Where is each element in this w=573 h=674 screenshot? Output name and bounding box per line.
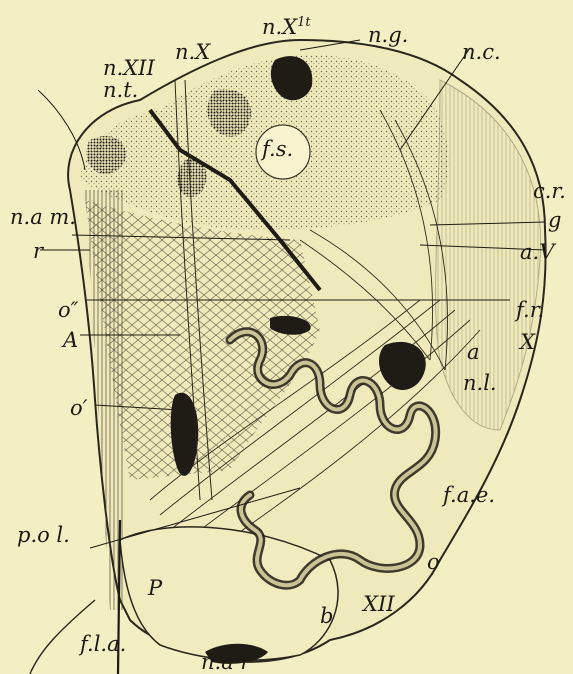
label-g: g bbox=[548, 210, 561, 231]
label-c-r: c.r. bbox=[533, 181, 566, 202]
label-x: X bbox=[520, 332, 535, 353]
label-xii: XII bbox=[363, 594, 395, 615]
label-p: P bbox=[148, 578, 162, 599]
label-n-x-1t: n.X1t bbox=[262, 16, 311, 38]
label-o: o bbox=[427, 552, 440, 573]
label-f-l-a: f.l.a. bbox=[80, 634, 126, 655]
label-r: r bbox=[33, 241, 43, 262]
label-b: b bbox=[320, 606, 333, 627]
label-n-a-m: n.a m. bbox=[10, 207, 76, 228]
label-n-t: n.t. bbox=[103, 80, 138, 101]
label-n-xii: n.XII bbox=[103, 58, 155, 79]
label-n-g: n.g. bbox=[368, 25, 408, 46]
label-a-lower: a bbox=[467, 342, 480, 363]
label-p-o-l: p.o l. bbox=[17, 525, 70, 546]
label-a-upper: A bbox=[63, 330, 78, 351]
label-n-a-r: n.a r bbox=[201, 652, 250, 673]
label-n-l: n.l. bbox=[463, 373, 497, 394]
label-a-v: a.V bbox=[520, 242, 554, 263]
label-f-a-e: f.a.e. bbox=[443, 485, 495, 506]
label-o-double-prime: o″ bbox=[58, 300, 79, 321]
label-n-x: n.X bbox=[175, 42, 210, 63]
label-f-r: f.r. bbox=[516, 300, 544, 321]
label-n-c: n.c. bbox=[462, 42, 501, 63]
label-o-prime: o′ bbox=[70, 398, 87, 419]
label-f-s: f.s. bbox=[262, 139, 293, 160]
